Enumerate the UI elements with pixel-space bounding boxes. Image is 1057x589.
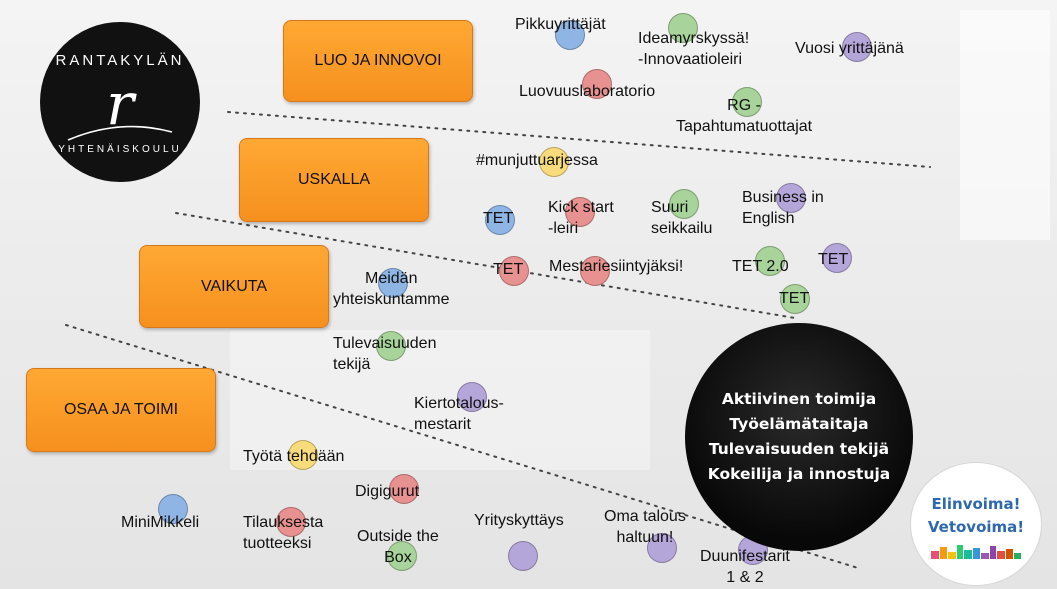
activity-label: TET [779, 290, 810, 307]
activity-label: Business in English [742, 189, 824, 227]
activity-dot [668, 13, 698, 43]
activity-dot [276, 507, 306, 537]
logo-bottom-text: YHTENÄISKOULU [58, 144, 182, 155]
activity-label: Tilauksesta tuotteeksi [243, 514, 324, 552]
activity-dot [755, 246, 785, 276]
activity-label: Kiertotalous- mestarit [414, 395, 504, 433]
activity-label: TET [483, 210, 514, 227]
badge-line-2: Vetovoima! [927, 518, 1025, 536]
activity-dot [582, 69, 612, 99]
separator-line-3 [65, 324, 859, 569]
activity-dot [669, 189, 699, 219]
activity-label: Kick start -leiri [548, 199, 614, 237]
category-luo-ja-innovoi: LUO JA INNOVOI [283, 20, 473, 102]
activity-dot [555, 20, 585, 50]
activity-dot [732, 87, 762, 117]
activity-label: Työtä tehdään [243, 448, 345, 465]
elinvoima-badge: Elinvoima! Vetovoima! [910, 462, 1042, 586]
goals-circle: Aktiivinen toimija Työelämätaitaja Tulev… [685, 323, 913, 551]
activity-dot [565, 197, 595, 227]
separator-line-2 [175, 212, 796, 319]
activity-label: Digigurut [355, 483, 420, 500]
goal-line: Työelämätaitaja [729, 415, 869, 433]
category-vaikuta: VAIKUTA [139, 245, 329, 328]
activity-label: Luovuuslaboratorio [519, 83, 656, 100]
activity-label: Mestariesiintyjäksi! [549, 258, 684, 275]
activity-dot [389, 474, 419, 504]
activity-label: MiniMikkeli [121, 514, 200, 531]
activity-dot [387, 541, 417, 571]
activity-dot [378, 268, 408, 298]
activity-dot [508, 541, 538, 571]
category-uskalla: USKALLA [239, 138, 429, 222]
activity-label: Outside the Box [357, 528, 439, 566]
activity-label: Oma talous haltuun! [604, 508, 686, 546]
activity-dot [842, 32, 872, 62]
school-logo: RANTAKYLÄN r YHTENÄISKOULU [40, 22, 200, 182]
activity-dot [539, 147, 569, 177]
goal-line: Tulevaisuuden tekijä [708, 440, 890, 458]
category-osaa-ja-toimi: OSAA JA TOIMI [26, 368, 216, 452]
activity-dot [822, 243, 852, 273]
separator-line-1 [227, 111, 931, 168]
activity-label: Tulevaisuuden tekijä [333, 335, 437, 373]
badge-line-1: Elinvoima! [931, 495, 1021, 513]
activity-dot [580, 256, 610, 286]
activity-dot [776, 183, 806, 213]
activity-label: TET [818, 251, 849, 268]
logo-swoosh-icon [67, 125, 173, 141]
activity-dot [780, 284, 810, 314]
logo-top-text: RANTAKYLÄN [55, 52, 185, 69]
activity-dot [376, 331, 406, 361]
goal-line: Kokeilija ja innostuja [707, 465, 891, 483]
activity-dot [288, 440, 318, 470]
activity-label: Ideamyrskyssä! -Innovaatioleiri [638, 30, 750, 68]
activity-dot [499, 256, 529, 286]
background-window [960, 10, 1050, 240]
activity-dot [158, 494, 188, 524]
activity-label: RG - Tapahtumatuottajat [676, 97, 813, 135]
activity-label: TET [493, 261, 524, 278]
activity-label: Meidän yhteiskuntamme [333, 270, 450, 308]
activity-label: Yrityskyttäys [474, 512, 564, 529]
city-skyline-icon [931, 545, 1021, 559]
activity-dot [457, 382, 487, 412]
activity-dot [647, 533, 677, 563]
activity-label: Pikkuyrittäjät [515, 16, 606, 33]
activity-label: Duunifestarit 1 & 2 [700, 548, 790, 586]
goal-line: Aktiivinen toimija [721, 390, 877, 408]
activity-label: Suuri seikkailu [651, 199, 713, 237]
activity-label: Vuosi yrittäjänä [795, 40, 904, 57]
activity-label: #munjuttuarjessa [476, 152, 598, 169]
activity-dot [485, 205, 515, 235]
activity-label: TET 2.0 [732, 258, 789, 275]
